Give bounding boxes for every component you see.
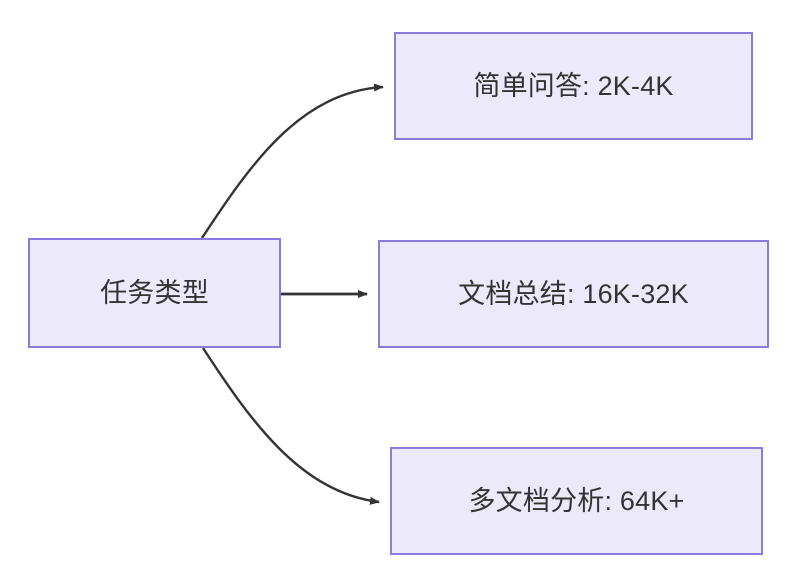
node-task-type[interactable]: 任务类型 [28, 238, 281, 348]
edge-source-to-multi-doc [201, 347, 380, 505]
node-multi-doc-analysis-label: 多文档分析: 64K+ [468, 485, 685, 516]
node-task-type-label: 任务类型 [100, 277, 209, 308]
edge-source-to-simple-qa [200, 83, 384, 239]
node-simple-qa-label: 简单问答: 2K-4K [473, 70, 674, 101]
node-multi-doc-analysis[interactable]: 多文档分析: 64K+ [390, 447, 763, 555]
node-doc-summary[interactable]: 文档总结: 16K-32K [378, 240, 769, 348]
node-simple-qa[interactable]: 简单问答: 2K-4K [394, 32, 753, 140]
node-doc-summary-label: 文档总结: 16K-32K [458, 278, 689, 309]
